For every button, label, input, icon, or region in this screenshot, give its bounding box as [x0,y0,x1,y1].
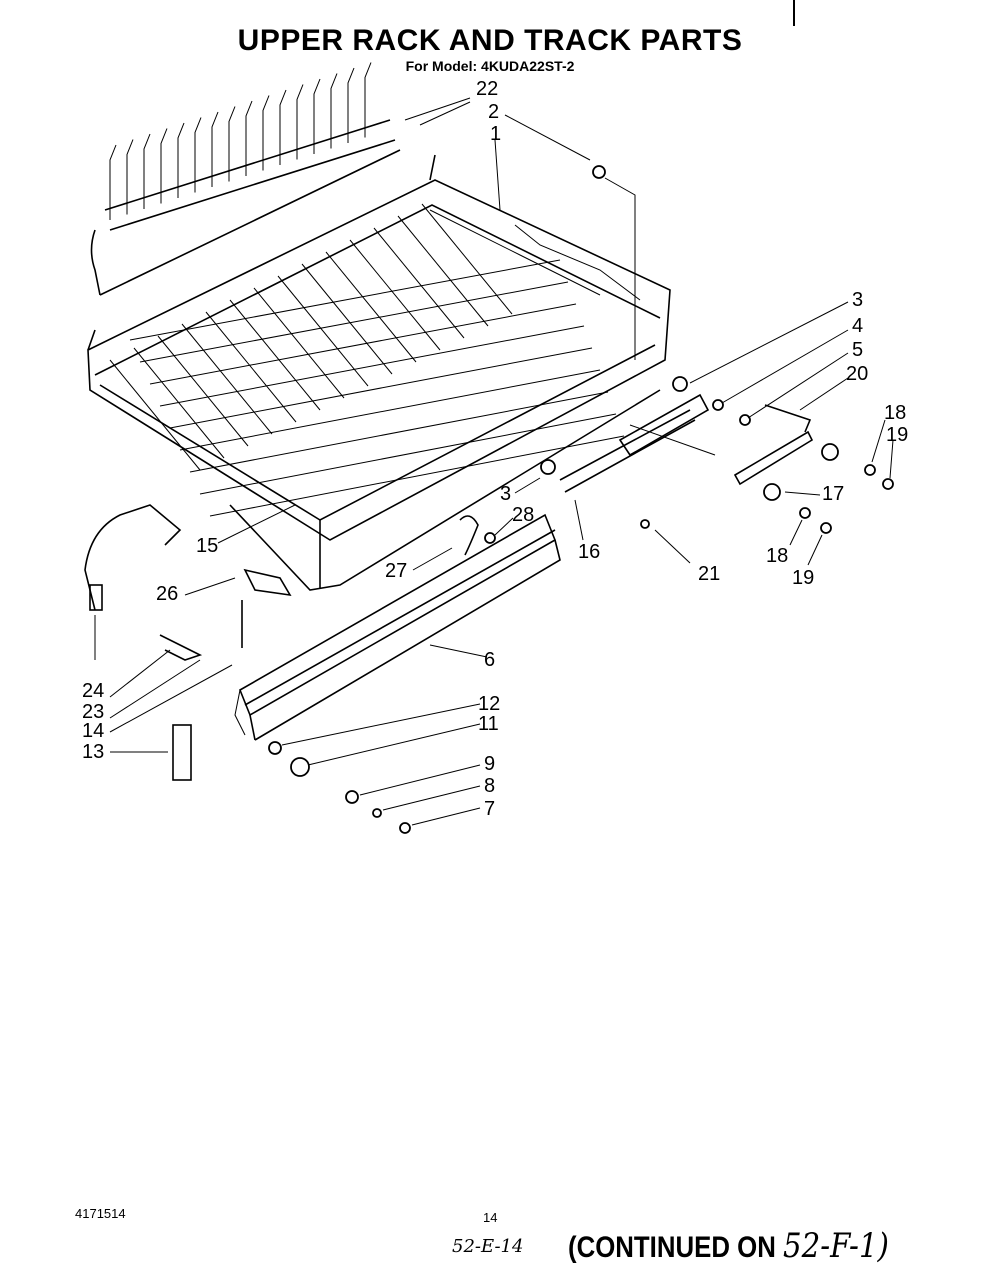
model-subtitle: For Model: 4KUDA22ST-2 [405,58,575,74]
callout-label: 7 [484,798,495,820]
callout-label: 3 [500,483,511,505]
callout-label: 1 [490,123,501,145]
callout-label: 11 [478,713,499,735]
callout-label: 12 [478,693,500,715]
callout-label: 26 [156,583,178,605]
track-rail [234,513,561,741]
callout-label: 19 [886,424,908,446]
callout-label: 3 [852,289,863,311]
continued-label: (CONTINUED ON [568,1231,776,1264]
callout-label: 9 [484,753,495,775]
page-number: 14 [483,1210,498,1225]
callout-label: 21 [698,563,720,585]
callout-label: 23 [82,701,104,723]
continued-note: (CONTINUED ON 52-F-1) [568,1226,889,1266]
handwritten-reference: 52-E-14 [452,1236,524,1257]
callout-label: 19 [792,567,814,589]
callout-label: 18 [884,402,906,424]
callout-label: 17 [822,483,844,505]
callout-label: 18 [766,545,788,567]
callout-label: 15 [196,535,218,557]
document-number: 4171514 [75,1206,126,1221]
callout-label: 8 [484,775,495,797]
hardware-parts [84,165,894,834]
callout-label: 2 [488,101,499,123]
callout-label: 6 [484,649,495,671]
tine-row-part [90,62,401,296]
callout-label: 16 [578,541,600,563]
callout-label: 20 [846,363,868,385]
callout-label: 27 [385,560,407,582]
callout-label: 4 [852,315,863,337]
callout-labels: 2221345201819171819211632827152662423141… [82,78,908,820]
upper-rack-basket [87,154,671,591]
continued-reference: 52-F-1) [783,1226,889,1266]
callout-label: 22 [476,78,498,100]
callout-label: 24 [82,680,104,702]
corner-mark [793,0,795,26]
callout-label: 28 [512,504,534,526]
page-title: UPPER RACK AND TRACK PARTS [237,24,743,57]
callout-label: 14 [82,720,104,742]
callout-label: 13 [82,741,104,763]
callout-label: 5 [852,339,863,361]
leader-lines [94,97,894,826]
